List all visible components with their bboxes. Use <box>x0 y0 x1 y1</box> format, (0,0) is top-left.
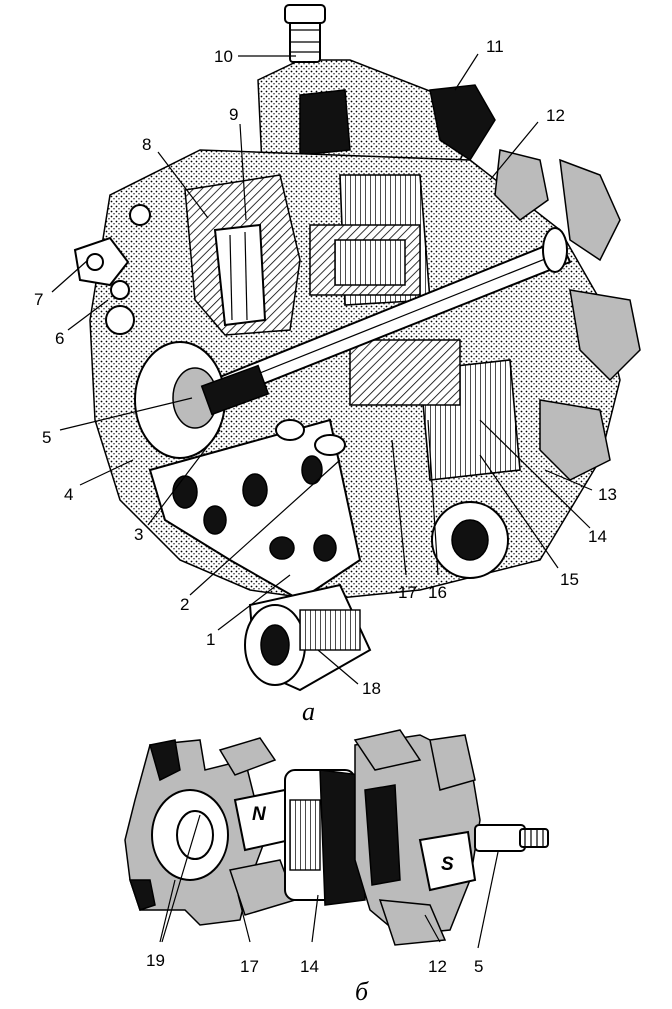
callout-3: 3 <box>134 525 143 544</box>
callout-2: 2 <box>180 595 189 614</box>
callout-lines-a <box>51 53 593 685</box>
pole-mark-n: N <box>252 804 267 825</box>
callout-1: 1 <box>206 630 215 649</box>
callout-4: 4 <box>64 485 73 504</box>
callout-5-b: 5 <box>474 957 483 976</box>
callout-11: 11 <box>486 37 504 56</box>
callout-18: 18 <box>362 679 381 698</box>
callout-6: 6 <box>55 329 64 348</box>
callout-12-b: 12 <box>428 957 447 976</box>
pole-mark-s: S <box>441 854 454 875</box>
callout-14-a: 14 <box>588 527 607 546</box>
callout-8: 8 <box>142 135 151 154</box>
alternator-cutaway-drawing <box>73 4 641 692</box>
caption-b: б <box>355 977 369 1006</box>
callout-15: 15 <box>560 570 579 589</box>
rotor-drawing: N S <box>124 729 549 946</box>
callout-17-b: 17 <box>240 957 259 976</box>
callout-9: 9 <box>229 105 238 124</box>
callout-14-b: 14 <box>300 957 319 976</box>
callout-5: 5 <box>42 428 51 447</box>
callout-19: 19 <box>146 951 165 970</box>
callout-lines-b <box>159 814 499 949</box>
caption-a: а <box>302 697 315 726</box>
callout-16: 16 <box>428 583 447 602</box>
callout-13: 13 <box>598 485 617 504</box>
callout-7: 7 <box>34 290 43 309</box>
callout-labels-a: 10 11 9 12 8 7 6 5 4 3 2 1 18 17 16 15 1… <box>34 37 617 726</box>
callout-10: 10 <box>214 47 233 66</box>
callout-12: 12 <box>546 106 565 125</box>
callout-labels-b: 19 17 14 12 5 б <box>146 951 483 1006</box>
callout-17-a: 17 <box>398 583 417 602</box>
